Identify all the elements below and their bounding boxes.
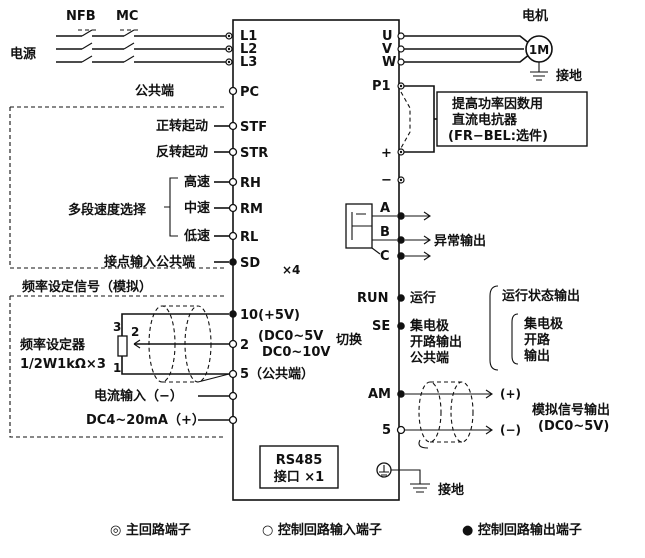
- terminal-stf: STF: [240, 120, 267, 135]
- collector-b-line2: 开路: [524, 332, 551, 348]
- fault-output-label: 异常输出: [434, 233, 486, 249]
- terminal-plus: +: [381, 146, 392, 161]
- legend-main: ◎ 主回路端子: [110, 522, 191, 538]
- terminal-am: AM: [368, 387, 391, 402]
- times4-label: ×4: [282, 263, 300, 277]
- terminal-v: V: [382, 42, 392, 57]
- rs485-line1: RS485: [276, 453, 323, 468]
- label-pot-spec: 1/2W1kΩ×3: [20, 357, 106, 372]
- pin-1: 1: [113, 361, 121, 375]
- label-current-in: 电流输入（−）: [94, 388, 183, 404]
- collector-line1: 集电极: [409, 318, 450, 334]
- fault-relay: A B C 异常输出: [345, 201, 486, 264]
- dc-reactor: P1 提高功率因数用 直流电抗器 (FR−BEL:选件) + −: [372, 79, 588, 188]
- label-multi-speed: 多段速度选择: [68, 202, 147, 218]
- terminal-2: 2: [240, 338, 249, 353]
- analog-input: 频率设定信号（模拟） 频率设定器 1/2W1kΩ×3 3 2 1 10(+5V)…: [9, 279, 363, 438]
- label-low: 低速: [183, 228, 210, 244]
- run-label: 运行: [410, 290, 436, 306]
- label-contact-common: 接点输入公共端: [104, 254, 195, 270]
- terminal-rl: RL: [240, 230, 258, 245]
- collector-line3: 公共端: [410, 350, 449, 366]
- minus-sign: (−): [500, 423, 521, 437]
- ground-top-label: 接地: [556, 68, 582, 84]
- nfb-label: NFB: [66, 9, 96, 24]
- collector-b-line3: 输出: [524, 348, 550, 364]
- terminal-c: C: [380, 249, 390, 264]
- analog-output: AM (+) 5 (−) 模拟信号输出 (DC0~5V): [368, 381, 610, 449]
- legend-ctrl-out: ● 控制回路输出端子: [462, 522, 582, 538]
- collector-b-line1: 集电极: [523, 316, 564, 332]
- terminal-10: 10(+5V): [240, 308, 300, 323]
- legend-ctrl-in: ○ 控制回路输入端子: [262, 522, 382, 538]
- motor-label: 1M: [529, 43, 549, 57]
- label-common-pc: 公共端: [135, 83, 174, 99]
- legend: ◎ 主回路端子 ○ 控制回路输入端子 ● 控制回路输出端子: [110, 522, 582, 538]
- motor-title: 电机: [522, 8, 548, 24]
- terminal-se: SE: [372, 319, 390, 334]
- plus-sign: (+): [500, 387, 521, 401]
- label-reverse: 反转起动: [156, 144, 208, 160]
- analog-range-label: (DC0~5V): [538, 419, 609, 434]
- collector-line2: 开路输出: [410, 334, 462, 350]
- reactor-line3: (FR−BEL:选件): [448, 128, 548, 144]
- ground-icon: [530, 62, 548, 81]
- label-freq-signal: 频率设定信号（模拟）: [22, 279, 152, 295]
- analog-output-label: 模拟信号输出: [532, 402, 610, 418]
- power-label: 电源: [10, 46, 36, 62]
- terminal-l3: L3: [240, 55, 257, 70]
- motor-output: U V W 电机 1M 接地: [382, 8, 582, 84]
- rs485-line2: 接口 ×1: [274, 469, 324, 485]
- terminal-l1: L1: [240, 29, 257, 44]
- label-forward: 正转起动: [156, 118, 208, 134]
- input-terminals: 公共端 PC 正转起动 STF 反转起动 STR 多段速度选择 高速 RH 中速…: [9, 83, 300, 277]
- ground-bottom-label: 接地: [438, 482, 464, 498]
- terminal-b: B: [380, 225, 390, 240]
- status-output: RUN 运行 SE 集电极 开路输出 公共端 运行状态输出 集电极 开路 输出: [357, 285, 580, 371]
- bottom-ground: 接地: [376, 462, 464, 498]
- terminal-p1: P1: [372, 79, 391, 94]
- voltage-dc10: DC0~10V: [262, 345, 330, 360]
- terminal-minus: −: [381, 173, 392, 188]
- potentiometer: [117, 335, 128, 357]
- terminal-run: RUN: [357, 291, 388, 306]
- terminal-str: STR: [240, 146, 268, 161]
- reactor-line1: 提高功率因数用: [452, 96, 543, 112]
- run-status-label: 运行状态输出: [502, 288, 580, 304]
- terminal-a: A: [380, 201, 390, 216]
- label-dc-current: DC4~20mA（+）: [86, 412, 205, 428]
- voltage-dc5: (DC0~5V: [258, 329, 323, 344]
- terminal-l2: L2: [240, 42, 257, 57]
- pin-3: 3: [113, 320, 121, 334]
- terminal-right-5: 5: [382, 423, 391, 438]
- reactor-line2: 直流电抗器: [452, 112, 518, 128]
- voltage-switch: 切换: [336, 332, 363, 348]
- terminal-pc: PC: [240, 85, 259, 100]
- terminal-rh: RH: [240, 176, 261, 191]
- label-high: 高速: [184, 174, 210, 190]
- power-input: NFB MC 电源 L1 L2 L3: [10, 9, 257, 70]
- terminal-w: W: [382, 55, 396, 70]
- pin-2: 2: [131, 325, 139, 339]
- terminal-sd: SD: [240, 256, 260, 271]
- label-freq-setter: 频率设定器: [20, 337, 86, 353]
- terminal-5: 5（公共端）: [240, 366, 314, 382]
- terminal-u: U: [382, 29, 393, 44]
- label-mid: 中速: [184, 200, 210, 216]
- mc-label: MC: [116, 9, 138, 24]
- rs485-port: RS485 接口 ×1: [259, 445, 339, 489]
- terminal-rm: RM: [240, 202, 263, 217]
